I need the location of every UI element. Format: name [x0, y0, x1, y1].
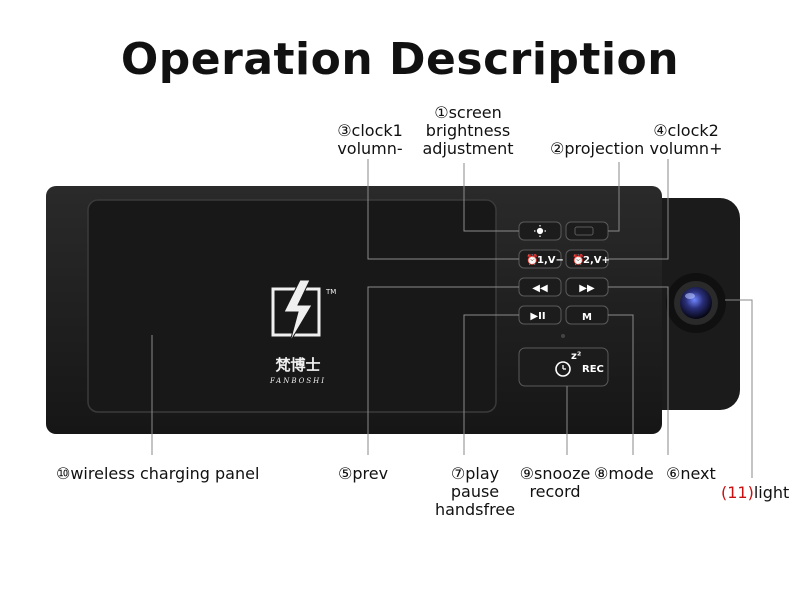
play-pause-button[interactable]: ▶II [518, 305, 562, 325]
snooze-record-button[interactable]: z² REC [518, 347, 609, 387]
label-clock2: ④clock2 volumn+ [649, 121, 723, 158]
alarm-clock-icon [555, 361, 571, 377]
sun-icon [534, 225, 546, 237]
label-wireless-charging: ⑩wireless charging panel [56, 464, 260, 483]
label-next: ⑥next [666, 464, 716, 483]
projector-lens [666, 273, 726, 333]
label-snooze: ⑨snooze record [519, 464, 591, 501]
label-clock1: ③clock1 volumn- [337, 121, 403, 158]
page-title: Operation Description [120, 34, 680, 85]
label-screen-brightness: ①screen brightness adjustment [422, 103, 514, 158]
callout-lines [151, 159, 753, 478]
mode-button[interactable]: M [565, 305, 609, 325]
label-mode: ⑧mode [594, 464, 654, 483]
brand-logo: TM 梵博士 FANBOSHI [269, 279, 336, 385]
svg-text:REC: REC [582, 364, 604, 375]
play-pause-icon: ▶II [530, 311, 545, 322]
logo-cn-name: 梵博士 [275, 356, 320, 374]
svg-text:M: M [582, 312, 592, 323]
microphone-hole [561, 334, 565, 338]
prev-button[interactable]: ◀◀ [518, 277, 562, 297]
svg-text:⏰: ⏰ [526, 253, 538, 266]
svg-text:⏰: ⏰ [572, 253, 584, 266]
clock1-volume-down-button[interactable]: ⏰ 1,V− [518, 249, 564, 269]
projection-button[interactable] [565, 221, 609, 241]
clock2-volume-up-button[interactable]: ⏰ 2,V+ [565, 249, 610, 269]
next-button[interactable]: ▶▶ [565, 277, 609, 297]
label-projection: ②projection [550, 139, 645, 158]
prev-icon: ◀◀ [532, 283, 548, 294]
label-play: ⑦play pause handsfree [434, 464, 516, 519]
svg-text:1,V−: 1,V− [537, 255, 564, 266]
svg-text:z²: z² [571, 351, 581, 362]
projector-icon [574, 226, 594, 236]
logo-en-name: FANBOSHI [269, 377, 326, 385]
screen-brightness-button[interactable] [518, 221, 562, 241]
label-prev: ⑤prev [338, 464, 389, 483]
next-icon: ▶▶ [579, 283, 595, 294]
label-light: (11)light [721, 483, 790, 502]
svg-text:2,V+: 2,V+ [583, 255, 610, 266]
logo-tm: TM [325, 288, 336, 296]
